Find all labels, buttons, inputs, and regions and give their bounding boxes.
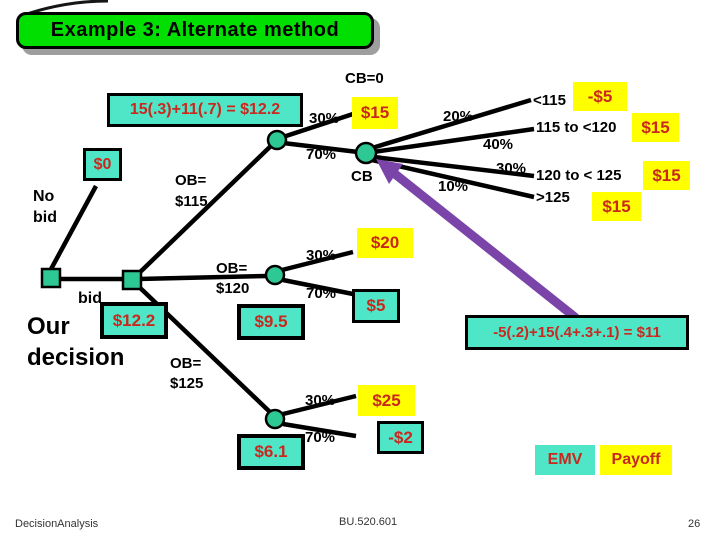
chance-node-cb xyxy=(354,141,378,165)
decision-node-square-2 xyxy=(121,269,143,291)
branch-ob120-win xyxy=(281,249,354,273)
ob120-lose-payoff-box: $5 xyxy=(352,289,400,323)
decision-title: Our decision xyxy=(27,311,124,373)
chance-node-ob115 xyxy=(266,129,288,151)
cb-outcome2-range: 115 to <120 xyxy=(536,119,617,136)
cb-outcome1-range: <115 xyxy=(533,92,566,109)
cb-outcome4-range: >125 xyxy=(536,189,570,206)
ob120-node-label: OB= $120 xyxy=(216,259,249,299)
ob125-node-label: OB= $125 xyxy=(170,354,203,394)
branch-ob120-lose xyxy=(282,277,354,297)
cb-outcome1-payoff-box: -$5 xyxy=(573,82,627,111)
cb-outcome2-prob: 40% xyxy=(483,136,514,153)
ob120-lose-prob: 70% xyxy=(306,285,337,302)
decision-node-square-1 xyxy=(40,267,62,289)
no-bid-payoff-box: $0 xyxy=(83,148,122,181)
footer-course-name: DecisionAnalysis xyxy=(15,518,99,530)
no-bid-label-line1: No xyxy=(33,188,55,205)
legend-payoff: Payoff xyxy=(600,445,672,475)
footer-page-number: 26 xyxy=(688,518,701,530)
branch-ob115 xyxy=(133,140,277,279)
ob125-emv-box: $6.1 xyxy=(237,434,305,470)
branch-ob125-lose xyxy=(282,421,357,439)
decision-title-line1: Our xyxy=(27,313,70,340)
ob125-lose-payoff-box: -$2 xyxy=(377,421,424,454)
branch-no-bid xyxy=(48,184,98,273)
branch-ob125-win xyxy=(282,393,357,417)
ob125-win-payoff-box: $25 xyxy=(358,385,415,416)
no-bid-label: No bid xyxy=(33,186,57,228)
chance-node-ob125 xyxy=(264,408,286,430)
ob125-lose-prob: 70% xyxy=(305,429,336,446)
branch-lines xyxy=(48,97,535,439)
ob115-emv-formula-box: 15(.3)+11(.7) = $12.2 xyxy=(107,93,303,127)
branch-cb-120to125 xyxy=(373,154,535,179)
branch-cb-lt115 xyxy=(371,97,532,151)
ob125-label-line1: OB= xyxy=(170,355,202,372)
ob120-label-line1: OB= xyxy=(216,260,248,277)
bid-emv-box: $12.2 xyxy=(100,302,168,339)
ob120-label-line2: $120 xyxy=(216,280,250,297)
no-bid-label-line2: bid xyxy=(33,209,57,226)
cb-pointer-arrow xyxy=(376,159,579,322)
ob115-label-line2: $115 xyxy=(175,193,208,210)
ob115-label-line1: OB= xyxy=(175,172,207,189)
ob120-win-prob: 30% xyxy=(306,247,337,264)
branch-cb-115to120 xyxy=(372,126,535,155)
branch-ob115-cb xyxy=(282,140,359,155)
tree-nodes xyxy=(40,129,378,430)
cb-node-label: CB xyxy=(351,168,373,185)
ob125-win-prob: 30% xyxy=(305,392,336,409)
footer-course-code: BU.520.601 xyxy=(339,516,398,528)
cb-outcome3-payoff-box: $15 xyxy=(643,161,690,190)
ob120-win-payoff-box: $20 xyxy=(357,228,413,258)
decision-title-line2: decision xyxy=(27,344,125,371)
ob115-cb0-prob: 30% xyxy=(309,110,340,127)
legend-emv: EMV xyxy=(535,445,595,475)
ob115-node-label: OB= $115 xyxy=(175,170,208,212)
branch-ob115-cb0 xyxy=(282,111,354,140)
cb-outcome3-range: 120 to < 125 xyxy=(536,167,622,184)
cb-zero-note: CB=0 xyxy=(345,70,384,87)
cb-emv-formula-box: -5(.2)+15(.4+.3+.1) = $11 xyxy=(465,315,689,350)
chance-node-ob120 xyxy=(264,264,286,286)
cb-outcome4-payoff-box: $15 xyxy=(592,192,641,221)
bid-label: bid xyxy=(78,290,102,307)
ob115-cb-prob: 70% xyxy=(306,146,337,163)
ob115-cb0-payoff-box: $15 xyxy=(352,97,398,129)
cb-outcome4-prob: 10% xyxy=(438,178,469,195)
cb-outcome2-payoff-box: $15 xyxy=(632,113,679,142)
ob120-emv-box: $9.5 xyxy=(237,304,305,340)
branch-ob120 xyxy=(137,273,268,282)
cb-outcome1-prob: 20% xyxy=(443,108,474,125)
ob125-label-line2: $125 xyxy=(170,375,204,392)
cb-outcome3-prob: 30% xyxy=(496,160,527,177)
slide-title: Example 3: Alternate method xyxy=(16,12,374,49)
